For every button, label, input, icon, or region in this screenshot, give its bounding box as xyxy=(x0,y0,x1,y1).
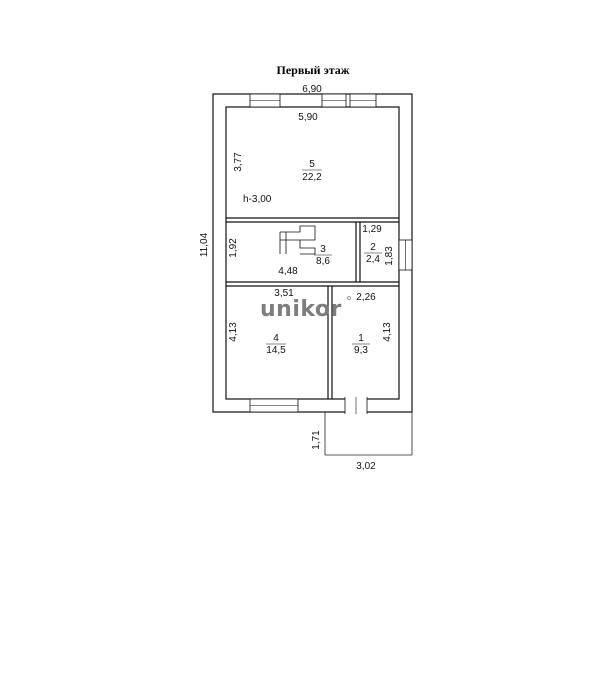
room-area: 14,5 xyxy=(266,345,286,356)
porch xyxy=(324,412,413,456)
window-top-left xyxy=(249,93,281,108)
dim-room2-width: 1,29 xyxy=(362,224,382,235)
dim-room3-width: 4,48 xyxy=(278,266,298,277)
interior-walls xyxy=(226,217,399,399)
dim-inner-width-top: 5,90 xyxy=(298,112,318,123)
dim-room4-height: 4,13 xyxy=(228,322,239,342)
dim-room1-width: 2,26 xyxy=(356,292,376,303)
unikor-logo: unikor xyxy=(260,297,342,322)
plan-title: Первый этаж xyxy=(276,63,349,77)
room-number: 3 xyxy=(320,244,326,255)
room-label-2: 2 2,4 xyxy=(364,242,382,265)
room-number: 5 xyxy=(309,159,315,170)
room-area: 2,4 xyxy=(366,254,380,265)
room-label-3: 3 8,6 xyxy=(314,244,332,267)
window-top-right xyxy=(349,93,377,108)
dim-room3-height: 1,92 xyxy=(228,238,239,258)
dim-porch-width: 3,02 xyxy=(356,461,376,472)
dim-room2-height: 1,83 xyxy=(384,246,395,266)
dim-room5-height: 3,77 xyxy=(233,152,244,172)
ceiling-height-label: h-3,00 xyxy=(243,194,272,205)
dim-outer-height-left: 11,04 xyxy=(199,232,210,257)
window-right xyxy=(398,239,413,271)
dim-outer-width-top: 6,90 xyxy=(302,84,322,95)
room-number: 1 xyxy=(358,333,364,344)
room-label-5: 5 22,2 xyxy=(302,159,322,183)
logo-registered-mark xyxy=(347,296,351,300)
window-bottom xyxy=(249,398,299,413)
room-area: 22,2 xyxy=(302,172,322,183)
room-label-4: 4 14,5 xyxy=(266,333,286,356)
dim-room1-height: 4,13 xyxy=(382,322,393,342)
dim-room4-width: 3,51 xyxy=(274,288,294,299)
dim-porch-depth: 1,71 xyxy=(311,430,322,450)
room-area: 9,3 xyxy=(354,345,368,356)
outer-wall-outer xyxy=(212,93,413,413)
room-area: 8,6 xyxy=(316,256,330,267)
room-label-1: 1 9,3 xyxy=(352,333,370,356)
room-number: 4 xyxy=(273,333,279,344)
staircase xyxy=(279,225,316,255)
entrance-door xyxy=(344,397,368,414)
room-number: 2 xyxy=(370,242,376,253)
window-top-middle xyxy=(321,93,347,108)
